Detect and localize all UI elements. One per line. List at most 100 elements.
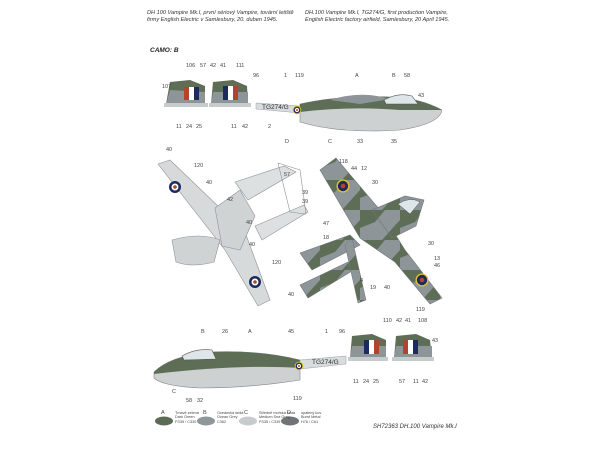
legend-letter: A [161,410,165,416]
serial-top: TG274/G [262,104,289,111]
serial-bottom: TG274/G [312,359,339,366]
caption-english-line-2: English Electric factory airfield, Samle… [305,17,450,23]
callout: 13 [434,256,440,262]
callout: 42 [396,318,402,324]
callout: 42 [227,197,233,203]
callout: 41 [220,63,226,69]
callout: 58 [186,398,192,404]
side-view-top: TG274/G 106 57 42 41 111 96 1 119 A B 58… [162,63,443,145]
callout: 25 [373,379,379,385]
legend-swatch [197,416,215,426]
callout: 39 [302,190,308,196]
caption-czech-line-2: firmy English Electric v Samlesbury, 20.… [147,17,278,23]
callout: B [201,329,205,335]
callout: 26 [222,329,228,335]
callout: 118 [339,159,348,165]
footer-code: SH72363 DH.100 Vampire Mk.I [373,424,457,430]
plan-view-underside: 40 120 40 42 57 39 39 40 40 120 40 [157,147,309,307]
legend-cz: Středně mořská šedá [259,411,296,415]
callout: 11 [353,379,359,385]
legend-en: Burnt Metal [301,415,321,420]
callout: 2 [268,124,271,130]
callout: 35 [391,139,397,145]
callout: 46 [434,263,440,269]
legend-letter: C [244,410,248,416]
legend-entry-b: Oceánská šedá Ocean Grey C362 [217,411,257,424]
legend-swatch [239,416,257,426]
legend-code: FS35 / C335 [259,419,281,424]
roundel [169,181,181,193]
fuselage-top: TG274/G [255,94,443,132]
callout: 120 [272,260,281,266]
callout: 40 [384,285,390,291]
callout: 119 [293,396,302,402]
legend-code: FS35 / C330 [175,419,197,424]
legend-code: C362 [217,419,227,424]
callout: 24 [186,124,192,130]
callout: 42 [422,379,428,385]
legend-code: H76 / C61 [301,419,319,424]
legend-entry-a: Tmavě zelená Dark Green FS35 / C330 [175,411,215,424]
tail-fin-right-detail [209,80,251,107]
caption-english-line-1: DH.100 Vampire Mk.I, TG274/G, first prod… [305,10,448,16]
legend-cz: opálený kov [301,411,322,415]
callout: 120 [194,163,203,169]
callout: A [248,329,252,335]
roundel [415,273,429,287]
callout: 119 [295,73,304,79]
tail-fin-left-detail [164,80,208,107]
callout: 40 [166,147,172,153]
caption-czech-line-1: DH 100 Vampire Mk.I, první sériový Vampi… [147,10,294,16]
callout: 19 [370,285,376,291]
callout: 39 [302,199,308,205]
callout: 47 [323,221,329,227]
legend-swatch [155,416,173,426]
callout: 30 [428,241,434,247]
callout: 119 [416,307,425,313]
camo-label: CAMO: B [150,47,179,54]
callout: 1 [325,329,328,335]
callout: 40 [288,292,294,298]
roundel [249,276,261,288]
legend-entry-d: opálený kov Burnt Metal H76 / C61 [301,411,341,424]
callout: 40 [246,220,252,226]
callout: 41 [405,318,411,324]
callout: C [328,139,332,145]
callout: 24 [363,379,369,385]
callout: 107 [162,84,171,90]
callout: 57 [200,63,206,69]
callout: 43 [418,93,424,99]
legend-swatch [281,416,299,426]
callout: 110 [383,318,392,324]
callout: A [355,73,359,79]
colour-legend: A B C D [155,410,299,426]
callout: 57 [284,172,290,178]
callout: 4 [360,278,363,284]
fuselage-bottom: TG274/G [153,349,347,389]
legend-letter: B [203,410,207,416]
callout: 18 [323,235,329,241]
legend-letter: D [287,410,291,416]
callout: 1 [284,73,287,79]
caption-czech: DH 100 Vampire Mk.I, první sériový Vampi… [147,10,307,24]
callout: B [392,73,396,79]
callout: 45 [288,329,294,335]
callout: 11 [413,379,419,385]
callout: 106 [186,63,195,69]
callout: 108 [418,318,427,324]
legend-en: Ocean Grey [217,415,238,420]
callout: 43 [432,338,438,344]
callout: D [285,139,289,145]
callout: C [172,389,176,395]
side-view-bottom: TG274/G B 26 A 45 1 96 110 42 41 108 43 … [153,318,438,404]
legend-entry-c: Středně mořská šedá Medium Sea Grey FS35… [259,411,299,424]
callout: 111 [236,63,244,69]
tail-fin-bottom-left [348,334,388,361]
callout: 58 [404,73,410,79]
legend-en: Medium Sea Grey [259,415,290,420]
callout: 40 [249,242,255,248]
callout: 42 [242,124,248,130]
callout: 42 [210,63,216,69]
callout: 32 [197,398,203,404]
